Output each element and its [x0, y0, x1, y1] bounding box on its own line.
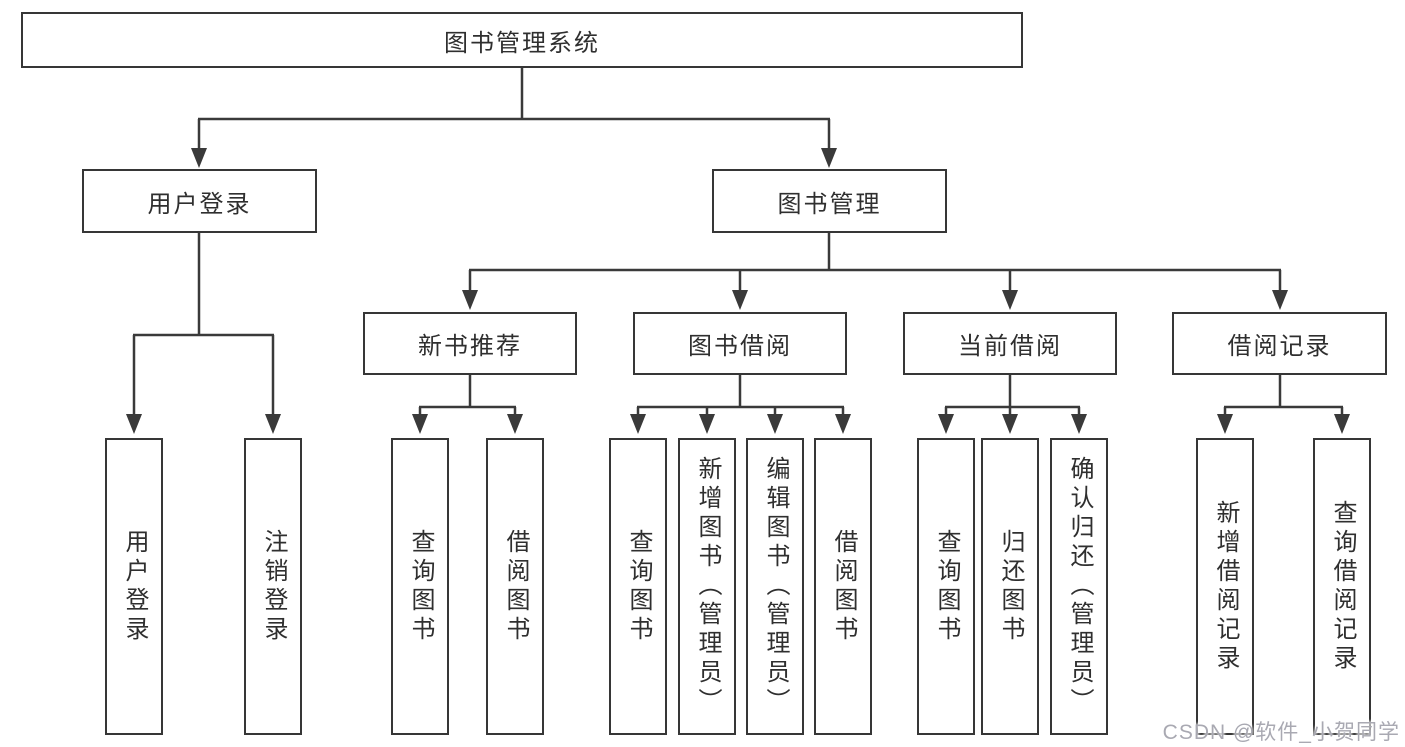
leaf-borrow-books-recommend-label: 借阅图书 [502, 528, 529, 645]
node-book-borrow: 图书借阅 [633, 312, 847, 375]
node-book-borrow-label: 图书借阅 [688, 333, 792, 360]
leaf-add-books-admin-label: 新增图书（管理员） [694, 456, 721, 717]
leaf-query-borrow-record: 查询借阅记录 [1313, 438, 1371, 735]
leaf-query-books-borrow-label: 查询图书 [625, 528, 652, 645]
node-borrow-records-label: 借阅记录 [1227, 333, 1332, 360]
leaf-logout-label: 注销登录 [260, 528, 287, 645]
leaf-borrow-books: 借阅图书 [814, 438, 872, 735]
leaf-edit-books-admin: 编辑图书（管理员） [746, 438, 804, 735]
node-library-system: 图书管理系统 [21, 12, 1023, 68]
leaf-query-books-current: 查询图书 [917, 438, 975, 735]
leaf-add-borrow-record-label: 新增借阅记录 [1212, 499, 1239, 674]
node-current-borrow: 当前借阅 [903, 312, 1117, 375]
leaf-query-books-recommend: 查询图书 [391, 438, 449, 735]
leaf-confirm-return-admin: 确认归还（管理员） [1050, 438, 1108, 735]
leaf-edit-books-admin-label: 编辑图书（管理员） [762, 456, 789, 717]
leaf-confirm-return-admin-label: 确认归还（管理员） [1066, 456, 1093, 717]
node-book-management: 图书管理 [712, 169, 947, 233]
leaf-borrow-books-recommend: 借阅图书 [486, 438, 544, 735]
arrowheads [126, 148, 1350, 434]
node-borrow-records: 借阅记录 [1172, 312, 1387, 375]
leaf-user-login: 用户登录 [105, 438, 163, 735]
leaf-borrow-books-label: 借阅图书 [830, 528, 857, 645]
node-user-login-label: 用户登录 [147, 190, 252, 218]
leaf-query-books-borrow: 查询图书 [609, 438, 667, 735]
csdn-watermark: CSDN @软件_小贺同学 [1162, 721, 1400, 744]
leaf-return-books-label: 归还图书 [997, 528, 1024, 645]
node-user-login: 用户登录 [82, 169, 317, 233]
node-new-book-recommend-label: 新书推荐 [418, 333, 522, 360]
leaf-add-books-admin: 新增图书（管理员） [678, 438, 736, 735]
leaf-add-borrow-record: 新增借阅记录 [1196, 438, 1254, 735]
node-new-book-recommend: 新书推荐 [363, 312, 577, 375]
leaf-query-books-current-label: 查询图书 [933, 528, 960, 645]
node-current-borrow-label: 当前借阅 [958, 333, 1062, 360]
node-book-management-label: 图书管理 [777, 190, 882, 218]
node-library-system-label: 图书管理系统 [444, 29, 600, 57]
leaf-user-login-label: 用户登录 [121, 528, 148, 645]
leaf-return-books: 归还图书 [981, 438, 1039, 735]
leaf-query-books-recommend-label: 查询图书 [407, 528, 434, 645]
leaf-query-borrow-record-label: 查询借阅记录 [1329, 499, 1356, 674]
leaf-logout: 注销登录 [244, 438, 302, 735]
